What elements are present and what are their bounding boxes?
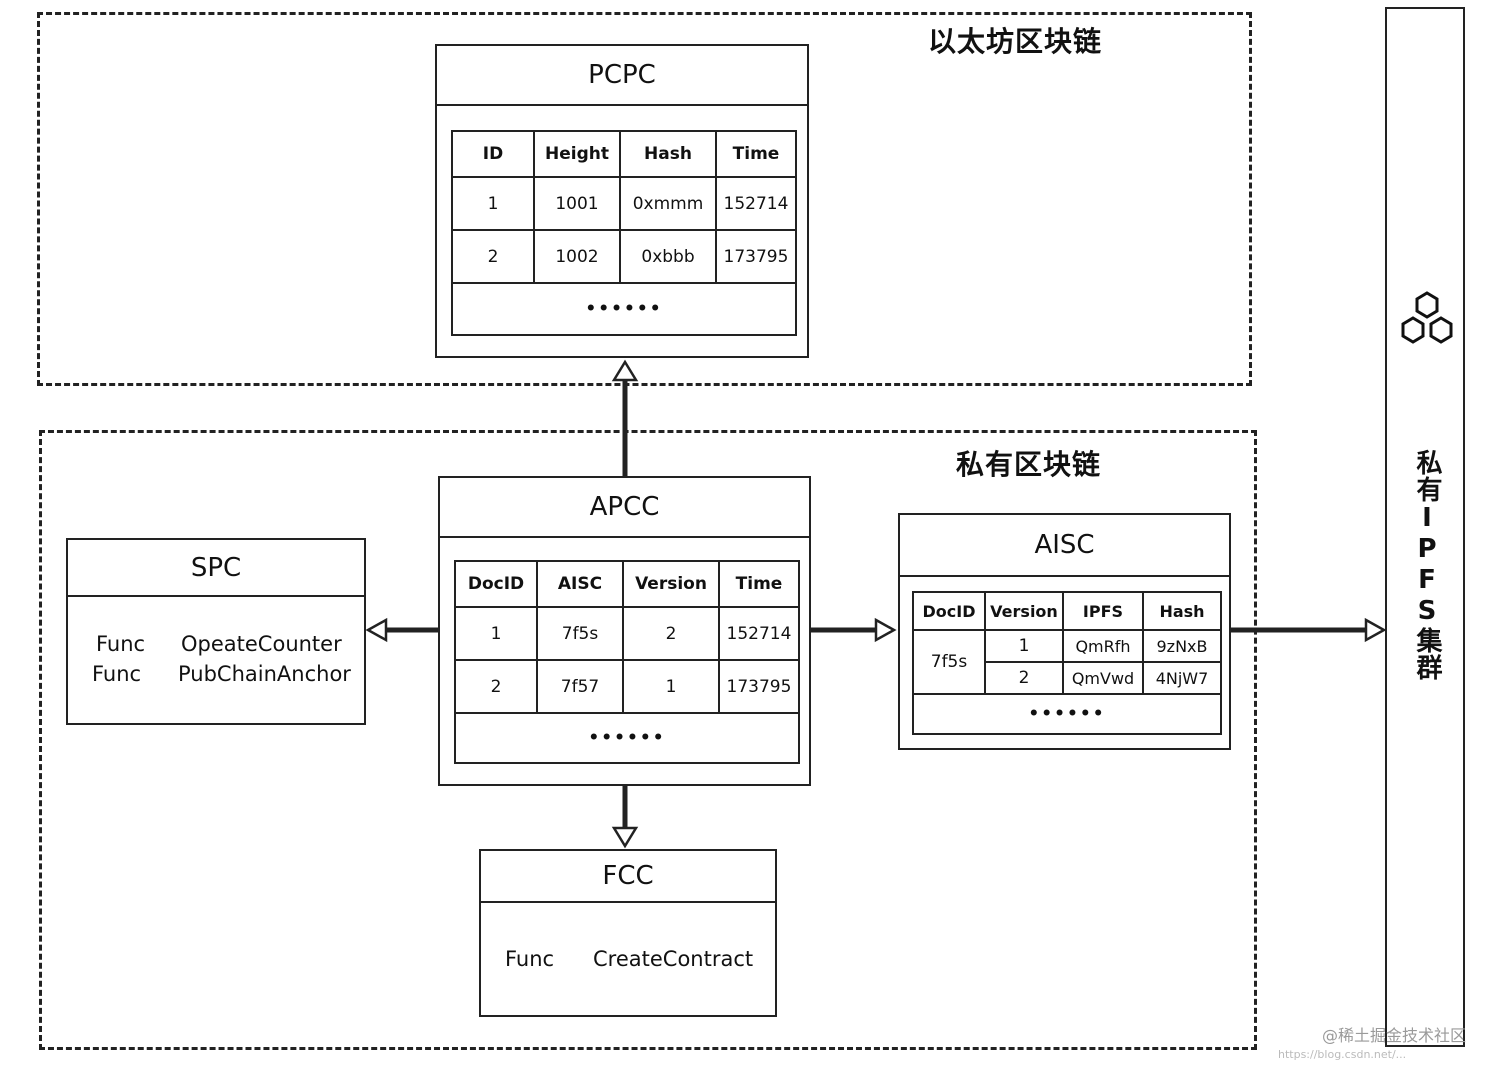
table-row: 2 7f57 1 173795 (454, 659, 800, 714)
table-cell: 0xbbb (619, 229, 717, 284)
table-row: 1 7f5s 2 152714 (454, 606, 800, 661)
fcc-func-name: CreateContract (593, 947, 754, 971)
table-cell: 7f5s (536, 606, 624, 661)
table-cell: 2 (454, 659, 538, 714)
spc-title: SPC (68, 540, 364, 597)
column-header: ID (451, 130, 535, 178)
table-cell: 1 (454, 606, 538, 661)
column-header: Time (715, 130, 797, 178)
table-cell: QmVwd (1062, 661, 1144, 695)
private-chain-zone-title: 私有区块链 (956, 448, 1102, 481)
aisc-table: DocID Version IPFS Hash 7f5s 1 QmRfh 9zN… (912, 591, 1222, 735)
column-header: Version (984, 591, 1064, 631)
table-cell: 152714 (715, 176, 797, 231)
table-cell: 1001 (533, 176, 621, 231)
table-row: 2 1002 0xbbb 173795 (451, 229, 797, 284)
table-row: 2 QmVwd 4NjW7 (913, 661, 1222, 695)
private-chain-zone (39, 430, 1257, 1050)
table-cell: 1002 (533, 229, 621, 284)
spc-func-name: PubChainAnchor (178, 662, 351, 686)
table-cell: 4NjW7 (1142, 661, 1222, 695)
table-header-row: DocID AISC Version Time (454, 560, 800, 608)
table-cell: 2 (984, 661, 1064, 695)
table-cell: 2 (622, 606, 720, 661)
table-more-row: •••••• (912, 693, 1222, 735)
table-cell: 173795 (718, 659, 800, 714)
ethereum-zone-title: 以太坊区块链 (928, 25, 1103, 58)
table-header-row: ID Height Hash Time (451, 130, 797, 178)
table-more-row: •••••• (454, 712, 800, 764)
table-cell: 1 (984, 629, 1064, 663)
column-header: Hash (619, 130, 717, 178)
hexagon-cluster-icon (1401, 291, 1453, 344)
column-header: DocID (912, 591, 986, 631)
fcc-func-label: Func (505, 947, 555, 971)
pcpc-contract-box: PCPC ID Height Hash Time 1 1001 0xmmm 15… (435, 44, 809, 358)
column-header: DocID (454, 560, 538, 608)
more-rows-ellipsis: •••••• (912, 693, 1222, 735)
table-cell: 152714 (718, 606, 800, 661)
more-rows-ellipsis: •••••• (454, 712, 800, 764)
aisc-title: AISC (900, 515, 1229, 577)
ipfs-cluster-column: 私有IPFS集群 (1385, 7, 1465, 1047)
column-header: AISC (536, 560, 624, 608)
column-header: Version (622, 560, 720, 608)
pcpc-table: ID Height Hash Time 1 1001 0xmmm 152714 … (451, 130, 797, 336)
table-row: 1 1001 0xmmm 152714 (451, 176, 797, 231)
more-rows-ellipsis: •••••• (451, 282, 797, 336)
table-cell: 1 (622, 659, 720, 714)
spc-func-label: Func (92, 662, 142, 686)
pcpc-title: PCPC (437, 46, 807, 106)
apcc-title: APCC (440, 478, 809, 538)
table-cell: 173795 (715, 229, 797, 284)
table-more-row: •••••• (451, 282, 797, 336)
ipfs-cluster-label: 私有IPFS集群 (1412, 449, 1442, 681)
table-cell: 9zNxB (1142, 629, 1222, 663)
table-row: 7f5s 1 QmRfh 9zNxB (912, 629, 1222, 695)
column-header: Height (533, 130, 621, 178)
table-cell: 7f57 (536, 659, 624, 714)
table-cell: 2 (451, 229, 535, 284)
fcc-title: FCC (481, 851, 775, 903)
column-header: Time (718, 560, 800, 608)
spc-func-name: OpeateCounter (181, 632, 342, 656)
column-header: IPFS (1062, 591, 1144, 631)
table-cell: QmRfh (1062, 629, 1144, 663)
aisc-contract-box: AISC DocID Version IPFS Hash 7f5s 1 QmRf… (898, 513, 1231, 750)
ethereum-zone (37, 12, 1252, 386)
table-cell: 0xmmm (619, 176, 717, 231)
watermark-text: @稀土掘金技术社区 (1322, 1026, 1467, 1045)
fcc-contract-box: FCC Func CreateContract (479, 849, 777, 1017)
apcc-contract-box: APCC DocID AISC Version Time 1 7f5s 2 15… (438, 476, 811, 786)
table-cell: 7f5s (912, 629, 986, 695)
column-header: Hash (1142, 591, 1222, 631)
spc-contract-box: SPC Func OpeateCounter Func PubChainAnch… (66, 538, 366, 725)
spc-func-label: Func (96, 632, 146, 656)
table-header-row: DocID Version IPFS Hash (912, 591, 1222, 631)
watermark-url: https://blog.csdn.net/... (1278, 1048, 1407, 1061)
apcc-table: DocID AISC Version Time 1 7f5s 2 152714 … (454, 560, 800, 764)
table-cell: 1 (451, 176, 535, 231)
